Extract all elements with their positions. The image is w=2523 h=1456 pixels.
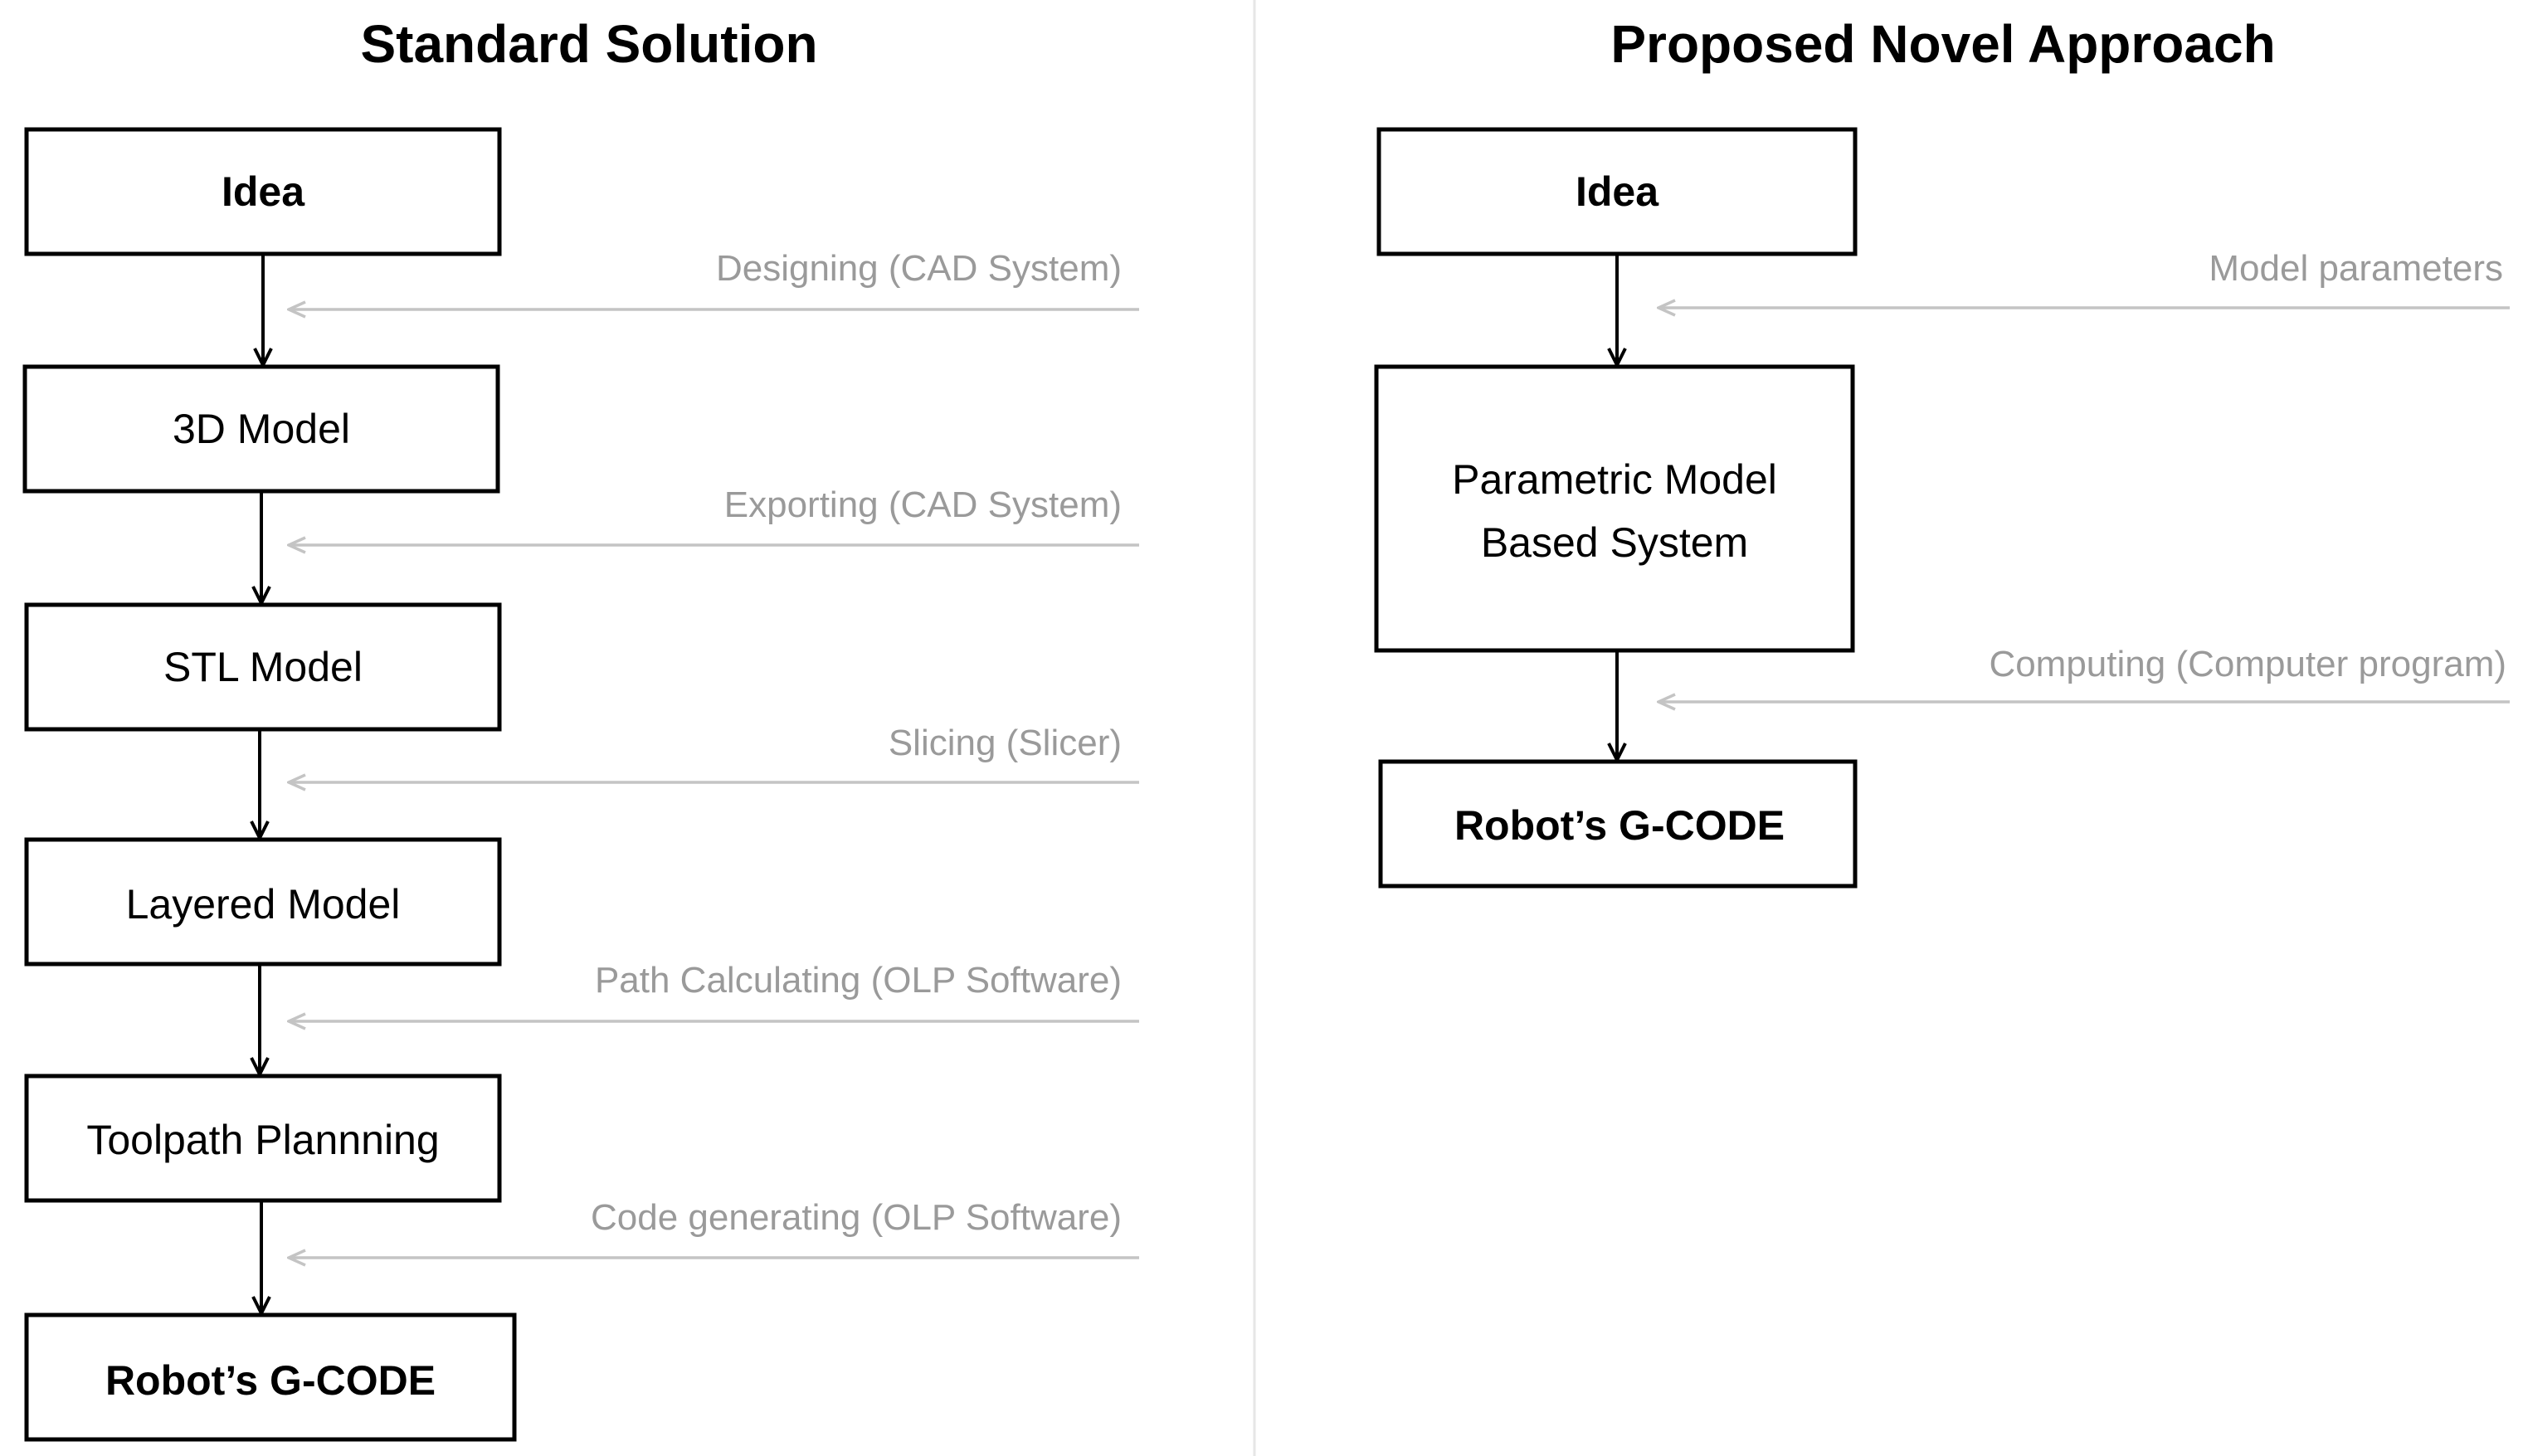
standard-box-robot-gcode-label: Robot’s G-CODE (105, 1357, 436, 1404)
proposed-box-parametric-system: Parametric Model Based System (1374, 364, 1855, 653)
standard-box-toolpath-planning-label: Toolpath Plannning (86, 1117, 439, 1163)
standard-box-3d-model: 3D Model (22, 364, 500, 494)
proposed-approach-column: Proposed Novel Approach Idea Parametric … (1374, 14, 2510, 889)
standard-step-label-1: Designing (CAD System) (716, 248, 1122, 289)
standard-box-idea-label: Idea (222, 168, 305, 215)
standard-box-robot-gcode: Robot’s G-CODE (24, 1312, 517, 1442)
proposed-box-idea-label: Idea (1576, 168, 1659, 215)
proposed-step-label-1: Model parameters (2209, 248, 2503, 289)
proposed-box-parametric-system-label-line2: Based System (1481, 519, 1748, 566)
proposed-box-idea: Idea (1376, 127, 1858, 256)
standard-step-label-3: Slicing (Slicer) (889, 723, 1122, 763)
standard-box-stl-model: STL Model (24, 602, 502, 732)
proposed-box-robot-gcode: Robot’s G-CODE (1378, 759, 1858, 889)
standard-solution-title: Standard Solution (360, 14, 817, 74)
proposed-box-robot-gcode-label: Robot’s G-CODE (1454, 802, 1785, 849)
proposed-step-label-2: Computing (Computer program) (1989, 644, 2506, 684)
standard-box-layered-model: Layered Model (24, 837, 502, 967)
standard-box-stl-model-label: STL Model (163, 644, 363, 690)
standard-box-toolpath-planning: Toolpath Plannning (24, 1074, 502, 1203)
proposed-box-parametric-system-label-line1: Parametric Model (1452, 456, 1777, 503)
standard-box-idea: Idea (24, 127, 502, 256)
standard-solution-column: Standard Solution Idea 3D Model STL Mode… (22, 14, 1139, 1442)
standard-box-layered-model-label: Layered Model (126, 881, 401, 928)
standard-step-label-4: Path Calculating (OLP Software) (595, 960, 1122, 1001)
standard-step-label-5: Code generating (OLP Software) (591, 1197, 1122, 1238)
standard-step-label-2: Exporting (CAD System) (724, 485, 1122, 525)
standard-box-3d-model-label: 3D Model (173, 406, 350, 452)
proposed-approach-title: Proposed Novel Approach (1610, 14, 2275, 74)
